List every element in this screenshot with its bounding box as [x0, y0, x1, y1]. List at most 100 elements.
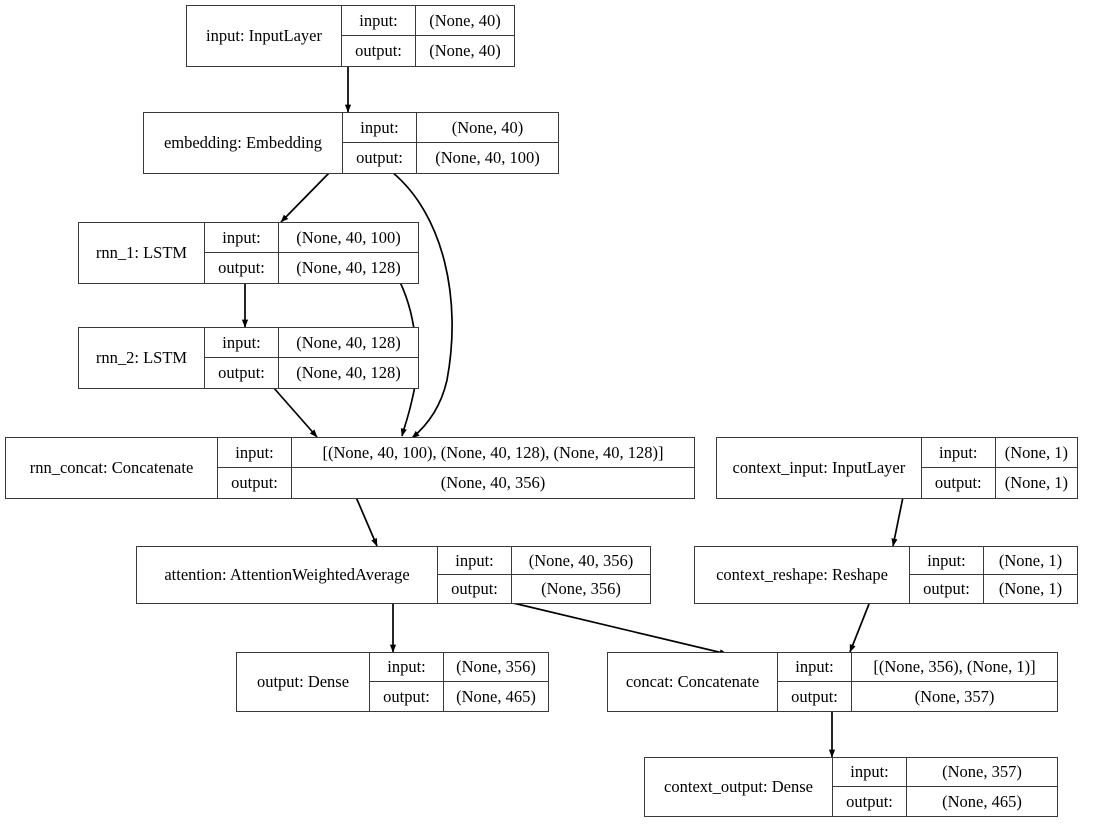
- node-rnn_concat-output-key: output:: [218, 468, 292, 498]
- node-input-row-input: input: (None, 40): [342, 6, 514, 36]
- node-rnn_1-input-shape: (None, 40, 100): [296, 227, 401, 247]
- node-rnn_2-row-output: output: (None, 40, 128): [205, 358, 418, 388]
- node-rnn_concat-row-input: input: [(None, 40, 100), (None, 40, 128)…: [218, 438, 694, 468]
- node-rnn_2-row-input: input: (None, 40, 128): [205, 328, 418, 358]
- node-rnn_1-output-key: output:: [205, 253, 279, 283]
- node-rnn_concat-input-key: input:: [218, 438, 292, 467]
- node-input-output-shape: (None, 40): [429, 41, 501, 60]
- node-embedding-io: input: (None, 40) output: (None, 40, 100…: [343, 113, 558, 173]
- node-context_reshape-io: input: (None, 1) output: (None, 1): [910, 547, 1077, 603]
- node-context_output-row-input: input: (None, 357): [833, 758, 1057, 787]
- node-concat-io: input: [(None, 356), (None, 1)] output: …: [778, 653, 1057, 711]
- node-embedding-row-output: output: (None, 40, 100): [343, 143, 558, 173]
- node-concat-row-input: input: [(None, 356), (None, 1)]: [778, 653, 1057, 682]
- node-rnn_2-output-shape: (None, 40, 128): [296, 363, 401, 382]
- node-attention-label: attention: AttentionWeightedAverage: [137, 547, 438, 603]
- node-embedding-output-shape: (None, 40, 100): [435, 148, 540, 167]
- node-context_reshape-input-shape: (None, 1): [998, 550, 1063, 570]
- node-concat-input-key: input:: [778, 653, 852, 681]
- node-rnn_2-output-key: output:: [205, 358, 279, 388]
- node-output[interactable]: output: Dense input: (None, 356) output:…: [236, 652, 549, 712]
- node-context_input-output-shape: (None, 1): [1004, 473, 1068, 492]
- node-attention-input-key: input:: [438, 547, 512, 574]
- node-output-io: input: (None, 356) output: (None, 465): [370, 653, 548, 711]
- edge-rnn_concat-to-attention: [355, 496, 378, 547]
- node-context_input-label: context_input: InputLayer: [717, 438, 922, 498]
- node-concat-input-shape: [(None, 356), (None, 1)]: [873, 657, 1036, 676]
- node-attention-output-key: output:: [438, 575, 512, 603]
- node-output-row-output: output: (None, 465): [370, 682, 548, 711]
- node-context_reshape-input-key: input:: [910, 547, 984, 574]
- node-input-row-output: output: (None, 40): [342, 36, 514, 66]
- node-rnn_1-io: input: (None, 40, 100) output: (None, 40…: [205, 223, 418, 283]
- node-rnn_concat[interactable]: rnn_concat: Concatenate input: [(None, 4…: [5, 437, 695, 499]
- node-context_input-input-shape: (None, 1): [1004, 442, 1068, 462]
- node-context_reshape[interactable]: context_reshape: Reshape input: (None, 1…: [694, 546, 1078, 604]
- node-input-input-shape: (None, 40): [429, 10, 501, 30]
- node-context_output[interactable]: context_output: Dense input: (None, 357)…: [644, 757, 1058, 817]
- node-rnn_concat-label: rnn_concat: Concatenate: [6, 438, 218, 498]
- node-rnn_2-io: input: (None, 40, 128) output: (None, 40…: [205, 328, 418, 388]
- node-output-row-input: input: (None, 356): [370, 653, 548, 682]
- edge-embedding-to-rnn_concat: [391, 171, 453, 439]
- node-attention-output-shape: (None, 356): [541, 579, 621, 598]
- node-rnn_2[interactable]: rnn_2: LSTM input: (None, 40, 128) outpu…: [78, 327, 419, 389]
- node-attention-input-shape: (None, 40, 356): [528, 550, 634, 570]
- node-input-input-key: input:: [342, 6, 416, 35]
- node-input[interactable]: input: InputLayer input: (None, 40) outp…: [186, 5, 515, 67]
- node-context_reshape-row-output: output: (None, 1): [910, 575, 1077, 603]
- node-concat[interactable]: concat: Concatenate input: [(None, 356),…: [607, 652, 1058, 712]
- node-embedding-input-key: input:: [343, 113, 417, 142]
- node-attention-row-input: input: (None, 40, 356): [438, 547, 650, 575]
- node-context_input-row-output: output: (None, 1): [922, 468, 1077, 498]
- node-rnn_2-input-key: input:: [205, 328, 279, 357]
- node-rnn_1-row-output: output: (None, 40, 128): [205, 253, 418, 283]
- node-concat-output-shape: (None, 357): [914, 686, 995, 706]
- edge-context_input-to-context_reshape: [891, 496, 904, 547]
- node-rnn_1-output-shape: (None, 40, 128): [296, 258, 401, 277]
- node-context_input-io: input: (None, 1) output: (None, 1): [921, 438, 1077, 498]
- node-rnn_1-label: rnn_1: LSTM: [79, 223, 205, 283]
- node-context_input-output-key: output:: [922, 468, 996, 498]
- node-context_output-io: input: (None, 357) output: (None, 465): [833, 758, 1057, 816]
- node-attention-io: input: (None, 40, 356) output: (None, 35…: [438, 547, 650, 603]
- node-embedding-label: embedding: Embedding: [144, 113, 343, 173]
- node-context_reshape-label: context_reshape: Reshape: [695, 547, 910, 603]
- node-context_output-output-key: output:: [833, 787, 907, 816]
- node-context_reshape-output-key: output:: [910, 575, 984, 603]
- node-concat-label: concat: Concatenate: [608, 653, 778, 711]
- node-context_reshape-row-input: input: (None, 1): [910, 547, 1077, 575]
- node-embedding-input-shape: (None, 40): [451, 117, 524, 137]
- node-embedding-row-input: input: (None, 40): [343, 113, 558, 143]
- node-attention[interactable]: attention: AttentionWeightedAverage inpu…: [136, 546, 651, 604]
- node-context_output-input-key: input:: [833, 758, 907, 786]
- node-output-output-key: output:: [370, 682, 444, 711]
- node-output-label: output: Dense: [237, 653, 370, 711]
- node-context_output-input-shape: (None, 357): [942, 762, 1022, 781]
- node-embedding[interactable]: embedding: Embedding input: (None, 40) o…: [143, 112, 559, 174]
- node-rnn_concat-io: input: [(None, 40, 100), (None, 40, 128)…: [218, 438, 694, 498]
- edge-embedding-to-rnn_1: [280, 171, 331, 223]
- edge-rnn_2-to-rnn_concat: [272, 386, 318, 438]
- node-context_output-row-output: output: (None, 465): [833, 787, 1057, 816]
- node-rnn_concat-input-shape: [(None, 40, 100), (None, 40, 128), (None…: [322, 442, 664, 462]
- node-output-input-key: input:: [370, 653, 444, 681]
- node-context_input[interactable]: context_input: InputLayer input: (None, …: [716, 437, 1078, 499]
- edge-attention-to-concat: [512, 602, 728, 656]
- node-output-input-shape: (None, 356): [456, 657, 536, 676]
- node-context_output-label: context_output: Dense: [645, 758, 833, 816]
- node-embedding-output-key: output:: [343, 143, 417, 173]
- node-output-output-shape: (None, 465): [456, 686, 536, 706]
- node-rnn_1[interactable]: rnn_1: LSTM input: (None, 40, 100) outpu…: [78, 222, 419, 284]
- edge-context_reshape-to-concat: [849, 603, 870, 653]
- node-rnn_2-label: rnn_2: LSTM: [79, 328, 205, 388]
- node-rnn_concat-output-shape: (None, 40, 356): [440, 473, 546, 492]
- node-rnn_2-input-shape: (None, 40, 128): [296, 332, 401, 352]
- node-attention-row-output: output: (None, 356): [438, 575, 650, 603]
- node-input-output-key: output:: [342, 36, 416, 66]
- node-rnn_concat-row-output: output: (None, 40, 356): [218, 468, 694, 498]
- node-rnn_1-input-key: input:: [205, 223, 279, 252]
- node-concat-output-key: output:: [778, 682, 852, 711]
- node-context_input-row-input: input: (None, 1): [921, 438, 1077, 468]
